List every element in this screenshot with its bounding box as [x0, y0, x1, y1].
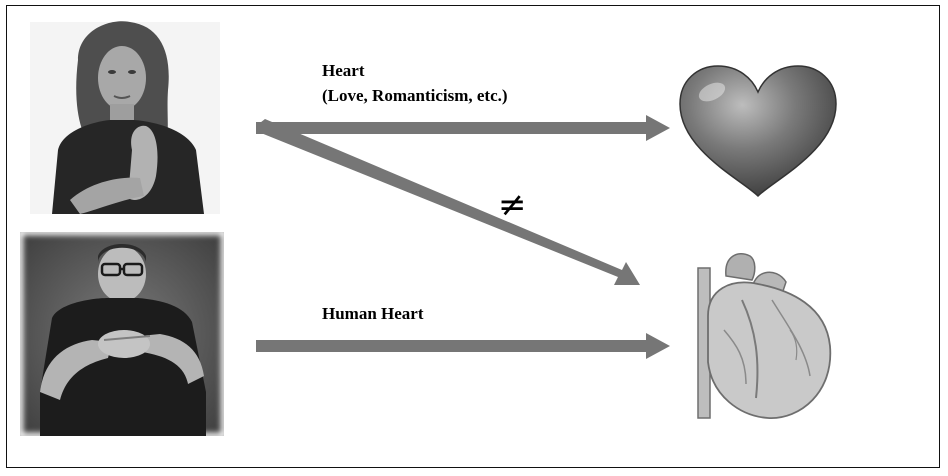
heart-emoji-icon — [680, 66, 836, 196]
arrow-human-heart — [256, 333, 670, 359]
anatomical-heart-icon — [698, 254, 830, 418]
woman-signing-photo — [30, 21, 220, 214]
arrow-diagonal — [256, 119, 640, 285]
not-equal-symbol: ≠ — [498, 185, 527, 225]
heart-title-label: Heart — [322, 60, 364, 82]
arrow-heart-top — [256, 115, 670, 141]
heart-subtitle-label: (Love, Romanticism, etc.) — [322, 85, 508, 107]
man-signing-photo — [20, 232, 224, 436]
human-heart-label: Human Heart — [322, 303, 424, 325]
